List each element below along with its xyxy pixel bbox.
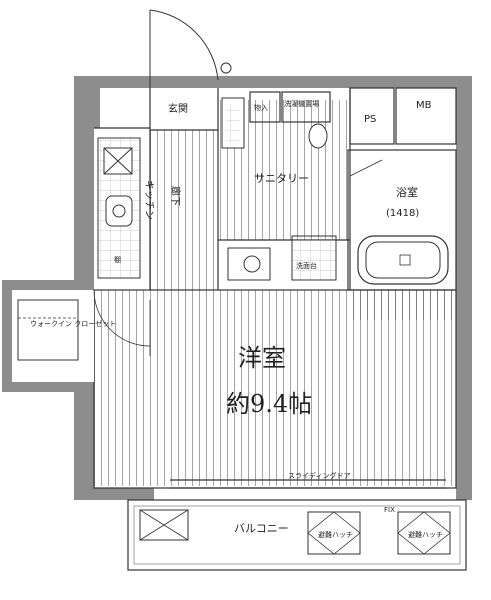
sanitary-fixtures xyxy=(221,97,337,281)
shelf-label: 棚 xyxy=(114,255,121,264)
balcony-label: バルコニー xyxy=(234,522,289,535)
bath-size: (1418) xyxy=(386,208,419,219)
walk-in-closet-label: ウォークイン クローゼット xyxy=(30,319,116,328)
entrance-door xyxy=(149,9,232,88)
interior-door-swings xyxy=(93,159,383,356)
corridor-label: 廊下 xyxy=(169,186,182,206)
sanitary-label: サニタリー xyxy=(254,172,309,185)
floor-hatching xyxy=(94,100,456,486)
labels: 洋室 約9.4帖 玄関 物入 洗濯機置場 サニタリー 浴室 (1418) PS … xyxy=(30,99,443,539)
entrance-label: 玄関 xyxy=(168,102,188,115)
outer-walls xyxy=(2,76,472,500)
main-room-size: 約9.4帖 xyxy=(226,390,312,418)
fix-label: FIX xyxy=(384,506,395,514)
sliding-door-label: スライディングドア xyxy=(288,471,351,480)
mb-label: MB xyxy=(416,100,432,111)
washstand-label: 洗面台 xyxy=(296,261,317,270)
kitchen-counter xyxy=(97,137,141,279)
walk-in-closet-interior xyxy=(12,290,94,382)
bath-label: 浴室 xyxy=(396,185,418,199)
storage-label: 物入 xyxy=(254,103,268,112)
evac-hatch-label-1: 避難ハッチ xyxy=(318,530,353,539)
washer-label: 洗濯機置場 xyxy=(284,99,319,108)
ps-label: PS xyxy=(364,114,376,125)
bathtub xyxy=(357,235,449,285)
main-room-label: 洋室 xyxy=(238,344,286,372)
balcony xyxy=(127,499,467,571)
kitchen-label: キッチン xyxy=(143,180,155,220)
evac-hatch-label-2: 避難ハッチ xyxy=(408,530,443,539)
